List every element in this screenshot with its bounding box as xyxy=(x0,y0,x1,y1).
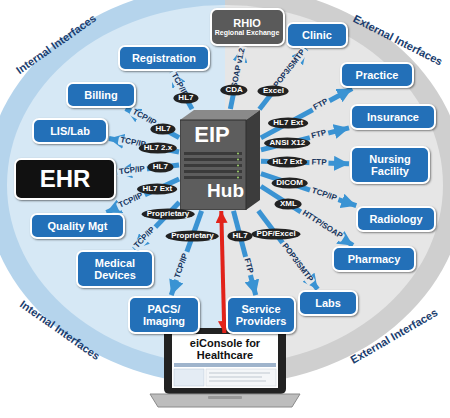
node-title: Billing xyxy=(84,89,118,101)
system-box: Pharmacy xyxy=(332,246,416,272)
system-box: Insurance xyxy=(350,104,436,130)
interface-arrow xyxy=(258,211,317,289)
format-tag: HL7 2.x xyxy=(139,143,177,154)
node-title: Radiology xyxy=(369,213,422,225)
protocol-label: FTP xyxy=(309,158,328,167)
system-box: Clinic xyxy=(286,22,348,48)
node-title: Service Providers xyxy=(231,303,291,327)
format-tag: DICOM xyxy=(271,178,308,189)
node-title: Medical Devices xyxy=(81,257,149,281)
format-tag: CDA xyxy=(220,85,247,96)
format-tag: HL7 Ext xyxy=(137,184,177,195)
system-box: Practice xyxy=(340,62,414,88)
node-title: Nursing Facility xyxy=(355,153,425,177)
protocol-label: FTP xyxy=(311,97,332,114)
node-title: eiConsole for Healthcare xyxy=(167,337,283,361)
node-title: Clinic xyxy=(302,29,332,41)
laptop-illustration xyxy=(150,328,300,407)
node-title: Labs xyxy=(315,297,341,309)
system-box: Service Providers xyxy=(226,296,296,334)
protocol-label: TCP/IP xyxy=(116,191,147,211)
format-tag: HL7 Ext xyxy=(267,157,307,168)
system-box: Medical Devices xyxy=(76,250,154,288)
system-box: PACS/ Imaging xyxy=(128,296,200,334)
exchange-box: RHIORegional Exchange xyxy=(210,8,285,46)
zone-label: Internal Interfaces xyxy=(18,298,103,362)
protocol-label: TCP/IP xyxy=(308,186,339,204)
node-title: PACS/ Imaging xyxy=(133,303,195,327)
format-tag: XML xyxy=(275,199,302,210)
system-box: Registration xyxy=(118,45,210,71)
protocol-label: TCP/IP xyxy=(172,251,190,282)
external-zone xyxy=(225,0,450,385)
format-tag: PDF/Excel xyxy=(252,229,301,240)
format-tag: ANSI X12 xyxy=(265,138,311,149)
node-subtitle: Regional Exchange xyxy=(215,29,280,37)
format-tag: HL7 xyxy=(173,93,198,104)
format-tag: HL7 xyxy=(151,124,176,135)
zone-label: External Interfaces xyxy=(348,306,439,366)
format-tag: Proprietary xyxy=(166,231,219,242)
console-link xyxy=(221,211,224,333)
zone-label: Internal Interfaces xyxy=(14,12,99,76)
node-title: Registration xyxy=(132,52,196,64)
protocol-label: SOAP v1.2 xyxy=(230,45,247,90)
system-box: Labs xyxy=(298,290,358,316)
interface-arrow xyxy=(233,211,255,295)
ehr-box: EHR xyxy=(14,158,116,200)
format-tag: HL7 xyxy=(228,231,253,242)
system-box: Radiology xyxy=(356,206,436,232)
format-tag: HL7 Ext xyxy=(268,118,308,129)
system-box: Nursing Facility xyxy=(350,146,430,184)
zone-label: External Interfaces xyxy=(351,12,444,67)
node-title: RHIO xyxy=(233,17,261,29)
system-box: Billing xyxy=(66,82,136,108)
laptop-screen: eiConsole for Healthcare xyxy=(167,334,283,388)
internal-zone xyxy=(0,0,225,385)
protocol-label: FTP xyxy=(241,256,254,277)
protocol-label: FTP xyxy=(309,129,330,142)
node-subtitle: Hub xyxy=(207,181,244,202)
node-title: Insurance xyxy=(367,111,419,123)
protocol-label: TCP/IP xyxy=(131,224,158,252)
node-title: Pharmacy xyxy=(348,253,401,265)
node-title: Quality Mgt xyxy=(48,220,108,232)
interface-arrow xyxy=(106,179,179,213)
node-title: LIS/Lab xyxy=(50,125,90,137)
node-title: EHR xyxy=(40,166,91,192)
node-title: EIP xyxy=(194,123,229,147)
protocol-label: POP3/SMTP xyxy=(279,240,316,285)
interface-arrow xyxy=(171,211,201,295)
system-box: LIS/Lab xyxy=(32,118,108,144)
protocol-label: TCP/IP xyxy=(117,165,148,177)
system-box: Quality Mgt xyxy=(30,213,125,239)
hub-server: EIP Hub xyxy=(180,110,260,210)
format-tag: HL7 xyxy=(148,162,173,173)
format-tag: Excel xyxy=(258,86,289,97)
node-title: Practice xyxy=(356,69,399,81)
format-tag: Proprietary xyxy=(142,209,195,220)
protocol-label: HTTP/SOAP xyxy=(298,208,345,242)
